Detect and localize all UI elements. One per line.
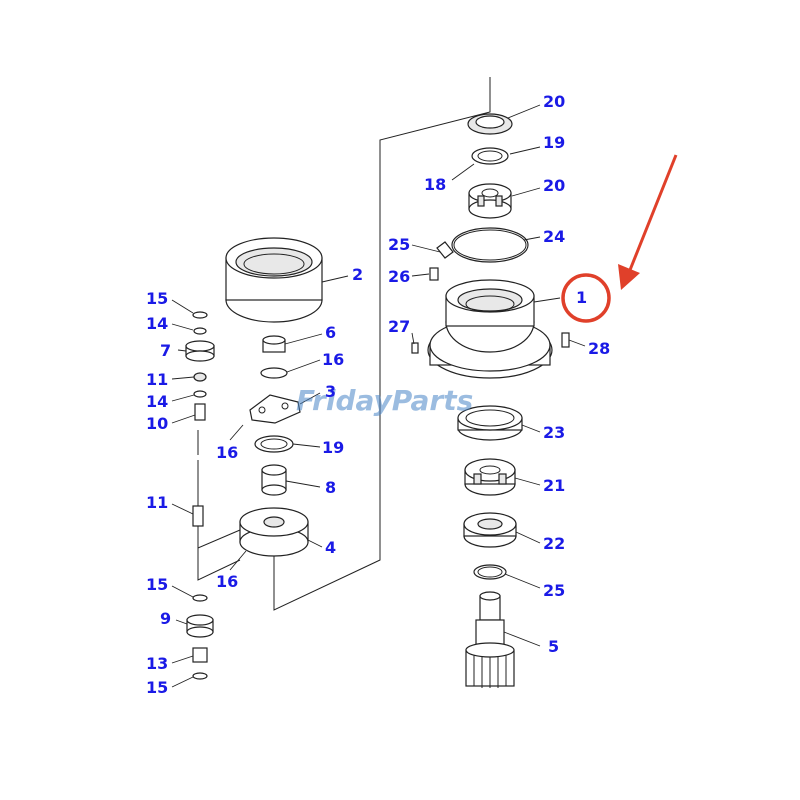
part-27-o-ring <box>451 227 529 263</box>
highlight-arrowhead <box>618 264 640 290</box>
part-3-carrier <box>249 394 301 424</box>
callout-15-lower: 15 <box>146 678 168 697</box>
part-17-snap-ring <box>192 311 208 319</box>
callout-8: 8 <box>325 478 336 497</box>
callout-28: 25 <box>388 235 410 254</box>
part-9-planet-gear <box>186 614 214 638</box>
callout-1: 1 <box>576 288 587 307</box>
part-23-bearing <box>464 458 516 496</box>
callout-18: 16 <box>322 350 344 369</box>
callout-2: 2 <box>352 265 363 284</box>
part-15-washer-bottom <box>192 672 208 680</box>
part-26-ring <box>457 405 523 441</box>
callout-15-upper-label: 15 <box>146 575 168 594</box>
callout-7: 7 <box>160 341 171 360</box>
callout-14-lower: 14 <box>146 392 168 411</box>
highlight-arrow <box>626 154 678 276</box>
highlight-circle <box>561 273 611 323</box>
part-5-shaft <box>465 591 515 688</box>
part-14-washer-top <box>193 327 207 335</box>
callout-16-upper: 16 <box>216 443 238 462</box>
part-14-washer-bottom <box>193 390 207 398</box>
assembly-frame <box>197 77 491 611</box>
callout-13: 13 <box>146 654 168 673</box>
part-29-fitting <box>429 267 439 281</box>
callout-26: 23 <box>543 423 565 442</box>
callout-27: 24 <box>543 227 565 246</box>
callout-31: 28 <box>588 339 610 358</box>
callout-30: 27 <box>388 317 410 336</box>
part-8-sun-gear <box>261 464 287 496</box>
part-6-gear <box>262 335 286 353</box>
callout-19-label: 19 <box>322 438 344 457</box>
callout-20-lower: 18 <box>424 175 446 194</box>
part-28-plug <box>436 241 454 259</box>
part-4-carrier <box>239 507 309 557</box>
highlight-annotation <box>561 154 678 323</box>
part-11-pin <box>192 505 204 527</box>
part-25-snap-ring <box>473 564 507 580</box>
part-18-snap-ring <box>260 367 288 379</box>
callout-29: 26 <box>388 267 410 286</box>
callout-22: 20 <box>543 176 565 195</box>
part-10-pin <box>194 403 206 421</box>
part-22-bearing <box>468 183 512 219</box>
callout-9: 9 <box>160 609 171 628</box>
callout-21: 20 <box>543 92 565 111</box>
callout-labels: 20 19 18 20 24 25 26 1 27 28 23 21 22 23… <box>146 92 610 697</box>
part-30-pin <box>411 342 419 354</box>
part-13-bearing <box>192 647 208 663</box>
part-7-planet-gear <box>185 340 215 362</box>
callout-11-label: 11 <box>146 493 168 512</box>
part-12-bearing <box>193 372 207 382</box>
leader-lines <box>171 104 586 688</box>
callout-6: 6 <box>325 323 336 342</box>
callout-5: 5 <box>548 637 559 656</box>
part-2-ring-gear <box>225 237 323 323</box>
part-19-thrust-ring <box>254 435 294 453</box>
callout-25-label: 25 <box>543 581 565 600</box>
callout-20-upper: 19 <box>543 133 565 152</box>
callout-3: 3 <box>325 382 336 401</box>
callout-14-upper: 14 <box>146 314 168 333</box>
callout-10: 10 <box>146 414 168 433</box>
callout-16-lower-label: 16 <box>216 572 238 591</box>
callout-12: 11 <box>146 370 168 389</box>
part-1-housing <box>427 279 553 379</box>
part-21-seal <box>467 113 513 135</box>
part-31-pin <box>561 332 570 348</box>
callout-4: 4 <box>325 538 336 557</box>
part-20-split-ring <box>471 147 509 165</box>
callout-24: 22 <box>543 534 565 553</box>
part-15-washer-top <box>192 594 208 602</box>
part-24-collar <box>463 512 517 548</box>
callout-23: 21 <box>543 476 565 495</box>
callout-17: 15 <box>146 289 168 308</box>
watermark-logo: FridayParts <box>296 384 473 417</box>
